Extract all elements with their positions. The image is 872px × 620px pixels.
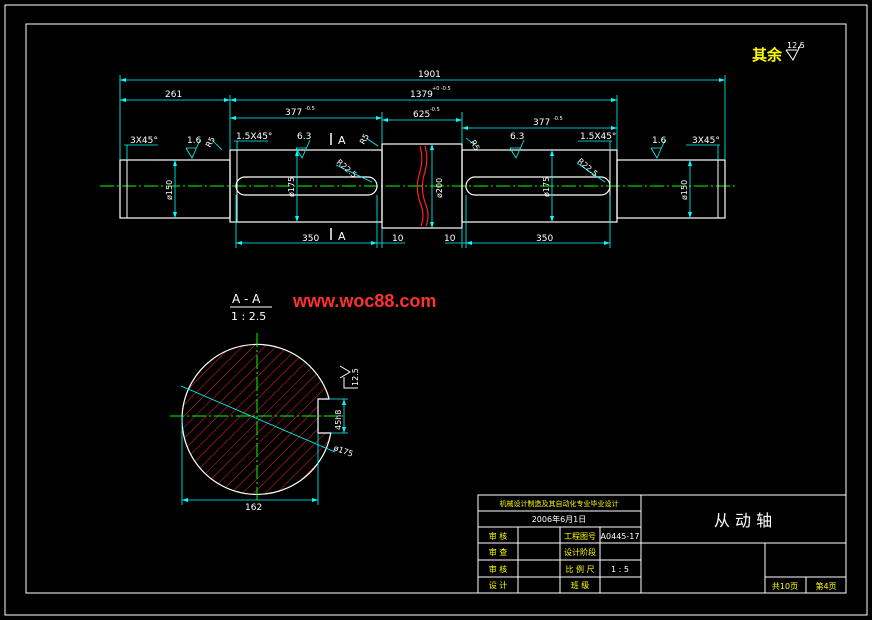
key-r-left: R22.5 [335, 158, 359, 180]
dia-end-right: ø150 [680, 180, 689, 200]
dim-key-len-left: 350 [302, 234, 319, 244]
tb-row0-value2: A0445-17 [601, 532, 640, 541]
break-line [416, 145, 424, 227]
dia-mid-left: ø175 [287, 177, 296, 197]
dim-body-len: 1379 [410, 90, 433, 100]
dim-middle: 625 [413, 110, 430, 120]
tb-row0-label2: 工程图号 [564, 532, 596, 541]
section-scale: 1 : 2.5 [231, 310, 266, 323]
rough-mid-right: 6.3 [510, 132, 524, 142]
section-title: A - A [232, 292, 261, 306]
roughness-note-value: 12.5 [787, 41, 805, 50]
dim-chamfer-left: 3X45° [130, 136, 158, 146]
tb-row1-label2: 设计阶段 [564, 547, 596, 557]
left-keyway [235, 176, 378, 196]
rough-right: 1.6 [652, 136, 667, 146]
shaft-front-view [100, 143, 735, 229]
title-block [477, 494, 847, 594]
tb-row3-label: 设 计 [489, 580, 508, 590]
dim-seg-right: 377 [533, 118, 550, 128]
key-r-right: R22.5 [576, 157, 600, 179]
dim-chamfer-right: 3X45° [692, 136, 720, 146]
watermark: www.woc88.com [292, 291, 436, 311]
dim-overall: 1901 [418, 70, 441, 80]
general-roughness-note: 其余 12.5 [752, 41, 805, 64]
tb-row1-label: 审 查 [489, 547, 508, 557]
rough-mid-left: 6.3 [297, 132, 311, 142]
dia-end-left: ø150 [165, 180, 174, 200]
title-block-text: 机械设计制造及其自动化专业毕业设计 2006年6月1日 从 动 轴 审 核 工程… [489, 499, 837, 591]
right-keyway [465, 176, 611, 196]
tb-row2-label: 审 核 [489, 564, 508, 574]
dim-gap-left: 10 [392, 234, 404, 244]
section-view-aa: A - A 1 : 2.5 12.5 45h8 ø175 162 [170, 292, 360, 513]
section-mark-top: A [338, 134, 346, 147]
r-small-2: R5 [358, 132, 371, 146]
section-disk [181, 343, 332, 495]
section-mark-bottom: A [338, 230, 346, 243]
tb-sheet-total: 共10页 [772, 582, 798, 591]
dim-seg-right-tol: -0.5 [553, 116, 563, 122]
tb-date: 2006年6月1日 [532, 514, 587, 524]
tb-school: 机械设计制造及其自动化专业毕业设计 [500, 499, 619, 508]
dim-middle-tol: -0.5 [430, 107, 440, 113]
section-rough: 12.5 [351, 368, 360, 386]
dim-seg-left: 377 [285, 108, 302, 118]
dia-mid-right: ø175 [542, 177, 551, 197]
dim-gap-right: 10 [444, 234, 456, 244]
section-cut-marks: A A [330, 133, 346, 243]
section-keyway: 45h8 [334, 410, 343, 430]
dim-seg-left-tol: -0.5 [305, 106, 315, 112]
right-journal [616, 159, 726, 219]
dia-center: ø200 [435, 178, 444, 198]
dimension-texts: 1901 261 1379 +0 -0.5 377 -0.5 625 -0.5 … [130, 70, 720, 244]
dim-chamfer-mid-left: 1.5X45° [236, 132, 272, 142]
dimension-arrows [120, 78, 725, 245]
section-diameter: ø175 [332, 443, 354, 458]
inner-frame [25, 23, 847, 594]
tb-sheet-no: 第4页 [815, 581, 836, 591]
tb-part-name: 从 动 轴 [714, 511, 772, 530]
tb-row0-label: 审 核 [489, 531, 508, 541]
rough-left: 1.6 [187, 136, 202, 146]
outer-frame [4, 4, 868, 616]
tb-row2-label2: 比 例 尺 [565, 564, 594, 574]
tb-row2-value2: 1 : 5 [611, 565, 629, 574]
roughness-note-label: 其余 [752, 46, 783, 64]
dim-chamfer-mid-right: 1.5X45° [580, 132, 616, 142]
section-width-dim: 162 [245, 503, 262, 513]
dimension-lines [119, 75, 726, 248]
dim-body-tol: +0 -0.5 [432, 86, 451, 92]
r-small-1: R5 [204, 135, 217, 149]
dim-key-len-right: 350 [536, 234, 553, 244]
dim-left-end: 261 [165, 90, 182, 100]
tb-row3-label2: 班 级 [571, 580, 590, 590]
